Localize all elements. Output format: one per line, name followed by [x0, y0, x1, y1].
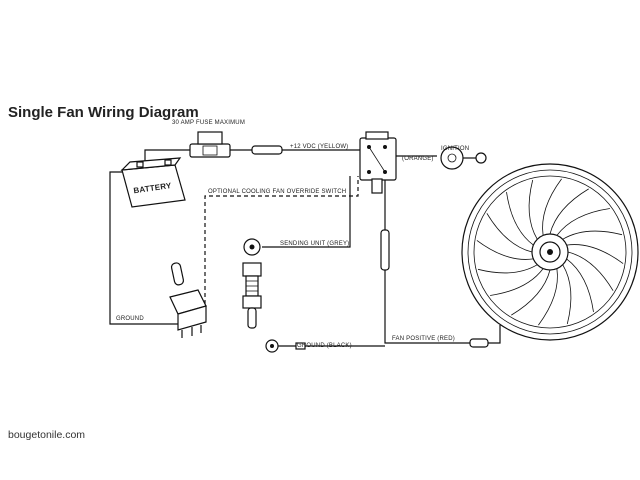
fan-positive-to-fan — [488, 325, 501, 344]
sending-unit-wire — [262, 176, 351, 248]
watermark: bougetonile.com — [8, 429, 85, 441]
ground-wire-switch — [109, 171, 180, 325]
fan-blade — [486, 213, 533, 253]
ground-black-label: GROUND (BLACK) — [297, 343, 352, 349]
fan-blade — [511, 269, 551, 316]
fan-blade — [477, 264, 538, 274]
cooling-fan-icon — [461, 163, 639, 341]
toggle-switch-icon — [169, 262, 207, 338]
fan-blade — [567, 251, 614, 291]
fan-positive-wire — [384, 270, 470, 344]
diagram-title: Single Fan Wiring Diagram — [8, 104, 199, 121]
ignition-label: IGNITION — [441, 146, 469, 152]
fan-blade — [476, 240, 534, 260]
fan-blade — [549, 188, 589, 235]
battery-positive-wire — [144, 149, 190, 162]
fan-blade — [542, 178, 562, 236]
fuse-label: 30 AMP FUSE MAXIMUM — [172, 120, 245, 126]
ground-label-switch: GROUND — [116, 316, 144, 322]
battery-icon: BATTERY — [120, 157, 186, 208]
fuse-holder-icon — [189, 131, 231, 158]
inline-connector-icon — [251, 145, 283, 155]
override-switch-wire — [204, 176, 359, 318]
wires — [109, 149, 501, 347]
ignition-key-icon — [440, 146, 487, 170]
fan-blade — [556, 208, 610, 236]
relay-icon — [359, 131, 397, 194]
ground-terminal-icon — [265, 339, 306, 353]
sending-unit-label: SENDING UNIT (GREY) — [280, 241, 349, 247]
fan-inline-connector-icon — [380, 229, 390, 271]
orange-wire-label: (ORANGE) — [402, 156, 434, 162]
fan-blade — [562, 264, 572, 325]
fan-blade — [562, 230, 623, 240]
yellow-wire-label: +12 VDC (YELLOW) — [290, 144, 348, 150]
fan-blade — [490, 268, 544, 296]
fan-blade — [506, 192, 534, 246]
fan-connector-icon — [469, 338, 489, 348]
sending-unit-icon — [242, 238, 262, 329]
fan-blade — [566, 244, 624, 264]
fan-blade — [538, 268, 558, 326]
fan-positive-label: FAN POSITIVE (RED) — [392, 336, 455, 342]
fan-blade — [566, 258, 594, 312]
fan-blade — [528, 179, 538, 240]
override-switch-label: OPTIONAL COOLING FAN OVERRIDE SWITCH — [208, 189, 346, 195]
